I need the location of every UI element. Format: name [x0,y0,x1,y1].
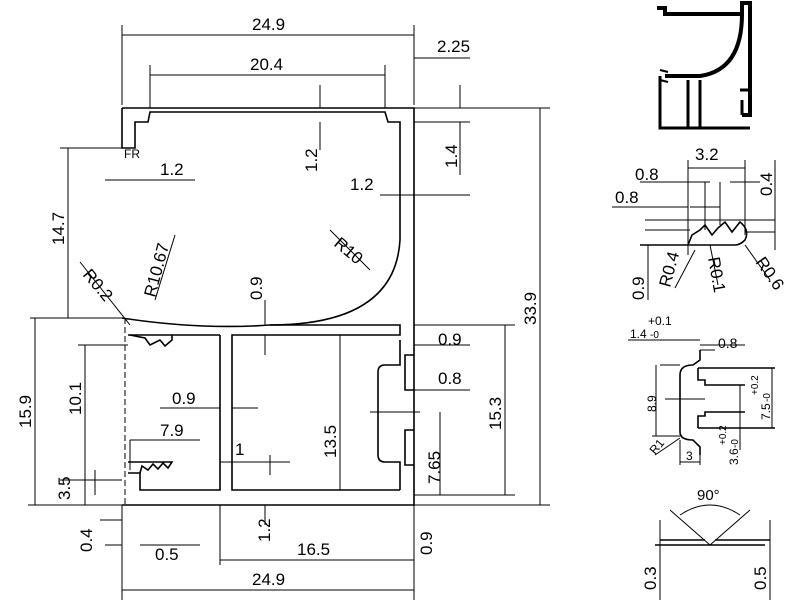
slot-neck-tol-minus: -0 [730,439,741,448]
dim-base-thk: 0.9 [247,276,266,300]
teeth-top-gap: 0.4 [757,172,776,196]
dim-groove-width: 7.9 [160,421,184,440]
dim-slot-thk: 0.8 [438,369,462,388]
dim-web-gap: 1 [235,440,244,459]
dim-bottom-thk: 1.2 [255,518,274,542]
angle-left-thk: 0.3 [641,566,660,590]
dimension-labels: 24.9 20.4 2.25 1.2 1.2 1.4 1.2 14.7 R0.2… [16,15,540,589]
dim-wall-thk: 1.2 [350,175,374,194]
slot-lip: 0.8 [718,335,738,351]
dim-foot-height: 3.5 [55,476,74,500]
dim-chamber-height: 13.5 [321,425,340,458]
angle-value: 90° [697,487,720,504]
slot-opening-tol-plus: +0.1 [648,314,672,328]
dim-web-thk: 0.9 [172,389,196,408]
dim-radius-big: R10 [330,234,366,269]
dim-chamber-width: 16.5 [297,540,330,559]
dim-foot-width: 0.5 [155,545,179,564]
dim-slot-height: 7.65 [425,451,444,484]
dim-lip-thk-left: 1.2 [160,160,184,179]
main-profile: FR [121,107,420,506]
dim-lower-height-right: 15.3 [486,397,505,430]
teeth-radius-1: R0.4 [656,249,684,289]
slot-depth: 3 [686,449,693,463]
dim-top-thk: 1.2 [302,148,321,172]
slot-inner: 7.5 [759,403,773,420]
dim-lip-offset: 2.25 [437,37,470,56]
dim-groove-height: 10.1 [66,382,85,415]
dim-slot-thk-top: 0.9 [438,330,462,349]
dim-radius-fillet: R0.2 [79,265,117,305]
teeth-radius-2: R0.1 [704,255,729,294]
dim-top-width: 24.9 [252,15,285,34]
fr-mark: FR [124,147,140,161]
dim-bottom-wall: 0.9 [417,531,436,555]
dim-top-lip: 1.4 [442,144,461,168]
teeth-width: 3.2 [695,145,719,164]
slot-neck-tol-plus: +0.2 [718,425,729,445]
slot-detail: 1.4 +0.1 -0 0.8 8.9 7.5 +0.2 -0 3.6 +0.2… [628,314,775,465]
slot-height: 8.9 [645,395,659,412]
angle-right-thk: 0.5 [751,566,770,590]
slot-inner-tol-minus: -0 [762,393,773,402]
slot-opening: 1.4 [630,327,647,341]
dim-total-height: 33.9 [521,292,540,325]
dim-inner-width: 20.4 [250,55,283,74]
dimension-lines [28,25,550,600]
slot-opening-tol-minus: -0 [650,330,659,341]
dim-bottom-width: 24.9 [252,570,285,589]
angle-detail: 90° 0.3 0.5 [641,487,771,600]
teeth-height: 0.9 [629,276,648,300]
dim-radius-inner: R10.67 [141,241,174,299]
profile-thumbnail [657,1,752,130]
teeth-detail: 3.2 0.8 0.8 0.4 0.9 R0.4 R0.1 R0.6 [612,145,788,300]
teeth-radius-3: R0.6 [752,253,788,293]
slot-radius: R1 [647,436,668,457]
slot-neck: 3.6 [727,448,741,465]
dim-foot-thk: 0.4 [77,528,96,552]
dim-upper-height: 14.7 [49,212,68,245]
teeth-pitch: 0.8 [635,165,659,184]
dim-lower-height-left: 15.9 [16,395,35,428]
teeth-depth: 0.8 [615,188,639,207]
slot-inner-tol-plus: +0.2 [750,375,761,395]
